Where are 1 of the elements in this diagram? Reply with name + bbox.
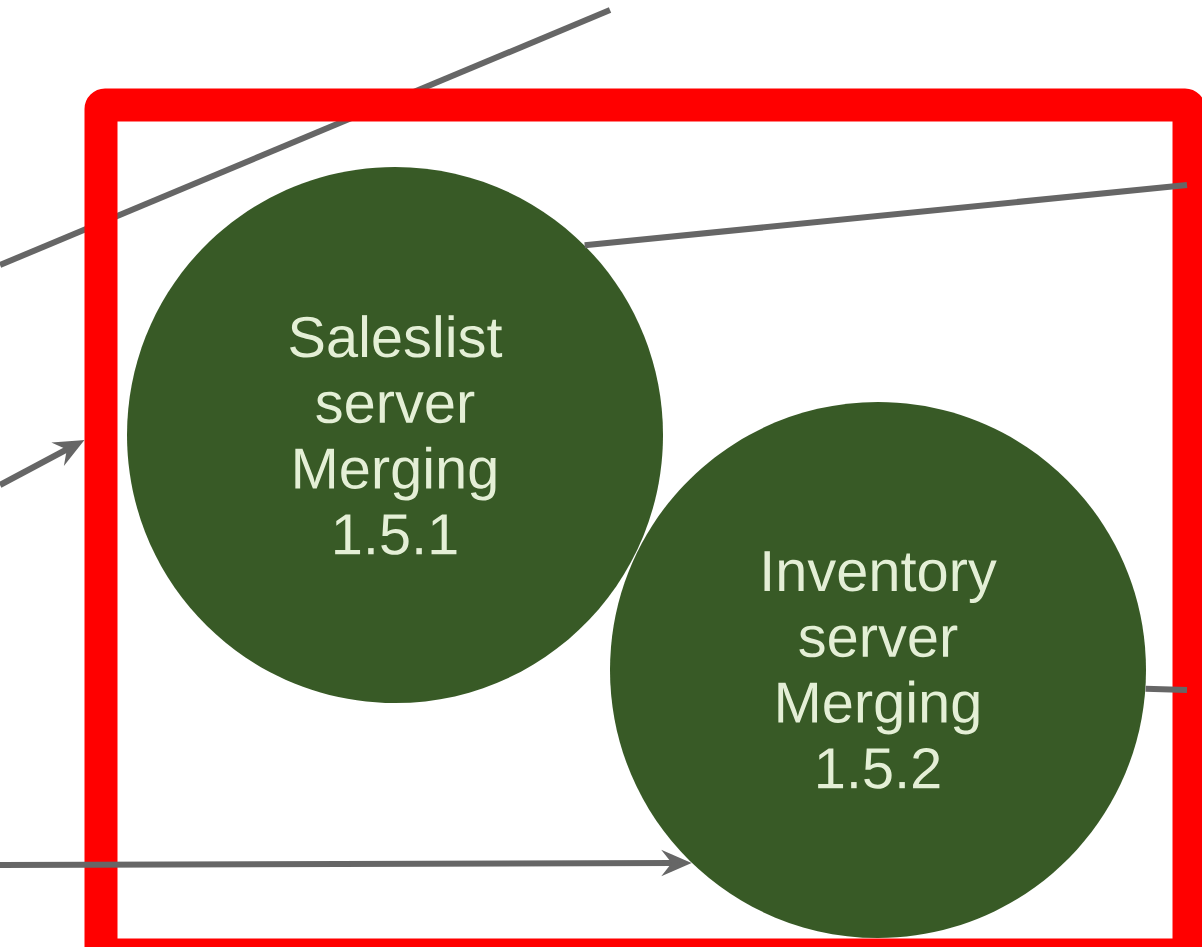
highlight-frame: [84, 88, 1202, 947]
